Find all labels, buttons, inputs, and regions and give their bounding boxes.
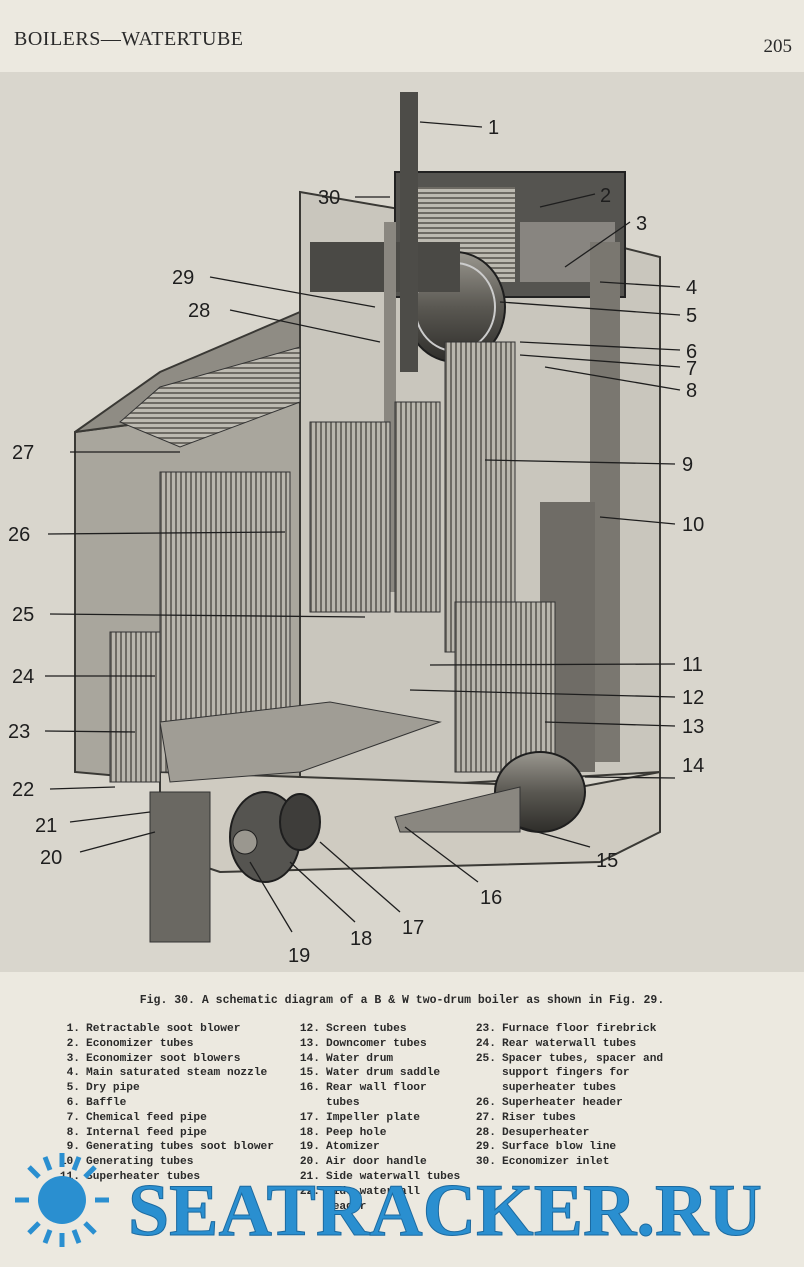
watermark-graphic: SEATRACKER.RU <box>15 1153 762 1253</box>
watermark: SEATRACKER.RU <box>0 1145 804 1262</box>
atomizer <box>232 829 258 855</box>
legend-item: 8.Internal feed pipe <box>66 1126 207 1139</box>
callout-20: 20 <box>40 847 62 869</box>
callout-13: 13 <box>682 716 704 738</box>
callout-4: 4 <box>686 277 697 299</box>
callout-leaders <box>44 121 681 933</box>
legend-item: 5.Dry pipe <box>66 1082 140 1095</box>
legend-item: 15.Water drum saddle <box>299 1067 441 1080</box>
legend-item: 16.Rear wall floor tubes <box>299 1082 427 1109</box>
callout-2: 2 <box>600 185 611 207</box>
legend-item: 21.Side waterwall tubes <box>299 1170 461 1183</box>
callout-25: 25 <box>12 604 34 626</box>
legend-item: 22.Side waterwall header <box>299 1185 420 1213</box>
callout-24: 24 <box>12 666 34 688</box>
callout-1: 1 <box>488 117 499 139</box>
furnace-floor <box>159 701 442 783</box>
legend-item: 24.Rear waterwall tubes <box>475 1037 637 1050</box>
rear-wall-floor-tubes <box>394 786 521 833</box>
boiler-figure: 1 2 3 4 5 6 7 8 9 10 11 12 13 14 15 16 1… <box>0 72 804 972</box>
legend-item: 18.Peep hole <box>299 1126 387 1139</box>
peep-hole <box>279 793 321 851</box>
burner-front-wall <box>149 791 211 943</box>
callout-12: 12 <box>682 687 704 709</box>
legend-item: 3.Economizer soot blowers <box>66 1052 241 1065</box>
callout-7: 7 <box>686 358 697 380</box>
callout-6: 6 <box>686 341 697 363</box>
callout-17: 17 <box>402 917 424 939</box>
callout-9: 9 <box>682 454 693 476</box>
legend-item: 27.Riser tubes <box>475 1111 576 1124</box>
callout-27: 27 <box>12 442 34 464</box>
legend-item: 30.Economizer inlet <box>475 1156 610 1169</box>
callout-23: 23 <box>8 721 30 743</box>
rear-waterwall-tubes <box>109 631 161 783</box>
callout-16: 16 <box>480 887 502 909</box>
callout-14: 14 <box>682 755 704 777</box>
riser-tubes-roof <box>119 346 301 448</box>
legend-item: 23.Furnace floor firebrick <box>475 1023 657 1035</box>
legend-item: 26.Superheater header <box>475 1096 623 1109</box>
legend-column-1: 1.Retractable soot blower 2.Economizer t… <box>56 1022 286 1185</box>
figure-caption: Fig. 30. A schematic diagram of a B & W … <box>139 994 665 1007</box>
legend-item: 29.Surface blow line <box>475 1141 617 1154</box>
callout-19: 19 <box>288 945 310 967</box>
legend-item: 7.Chemical feed pipe <box>66 1111 207 1124</box>
page-number: 205 <box>763 36 793 57</box>
screen-tubes-bank <box>394 401 441 613</box>
legend-item: 20.Air door handle <box>299 1156 427 1169</box>
callout-22: 22 <box>12 779 34 801</box>
sun-logo-icon <box>15 1153 109 1247</box>
callout-8: 8 <box>686 380 697 402</box>
page-header: BOILERS—WATERTUBE 205 <box>14 28 792 58</box>
callout-3: 3 <box>636 213 647 235</box>
legend-item: 9.Generating tubes soot blower <box>66 1141 274 1154</box>
callout-11: 11 <box>682 654 703 676</box>
callout-28: 28 <box>188 300 210 322</box>
legend-item: 13.Downcomer tubes <box>299 1037 427 1050</box>
legend-item: 12.Screen tubes <box>299 1023 407 1035</box>
callout-15: 15 <box>596 850 618 872</box>
superheater-tubes-bank <box>309 421 391 613</box>
callout-21: 21 <box>35 815 57 837</box>
callout-labels: 1 2 3 4 5 6 7 8 9 10 11 12 13 14 15 16 1… <box>8 117 704 967</box>
legend-item: 14.Water drum <box>299 1052 394 1065</box>
callout-18: 18 <box>350 928 372 950</box>
superheater-front-bank <box>454 601 556 773</box>
callout-10: 10 <box>682 514 704 536</box>
legend-item: 17.Impeller plate <box>299 1111 420 1124</box>
legend-item: 6.Baffle <box>66 1096 127 1109</box>
watermark-text: SEATRACKER.RU <box>128 1170 762 1252</box>
callout-30: 30 <box>318 187 340 209</box>
callout-5: 5 <box>686 305 697 327</box>
legend-column-2: 12.Screen tubes 13.Downcomer tubes 14.Wa… <box>296 1022 464 1214</box>
running-head: BOILERS—WATERTUBE <box>14 28 244 50</box>
legend-item: 1.Retractable soot blower <box>66 1023 241 1035</box>
legend-item: 2.Economizer tubes <box>66 1037 194 1050</box>
legend-item: 19.Atomizer <box>299 1141 380 1154</box>
soot-blower-pipe <box>400 92 418 372</box>
legend-item: 4.Main saturated steam nozzle <box>66 1067 268 1080</box>
callout-29: 29 <box>172 267 194 289</box>
legend-item: 28.Desuperheater <box>475 1126 590 1139</box>
generating-tubes-bank <box>444 341 516 653</box>
callout-26: 26 <box>8 524 30 546</box>
legend-item: 25.Spacer tubes, spacer and support fing… <box>475 1052 664 1095</box>
legend-column-3: 23.Furnace floor firebrick 24.Rear water… <box>472 1022 682 1170</box>
boiler-illustration: 1 2 3 4 5 6 7 8 9 10 11 12 13 14 15 16 1… <box>0 72 804 972</box>
